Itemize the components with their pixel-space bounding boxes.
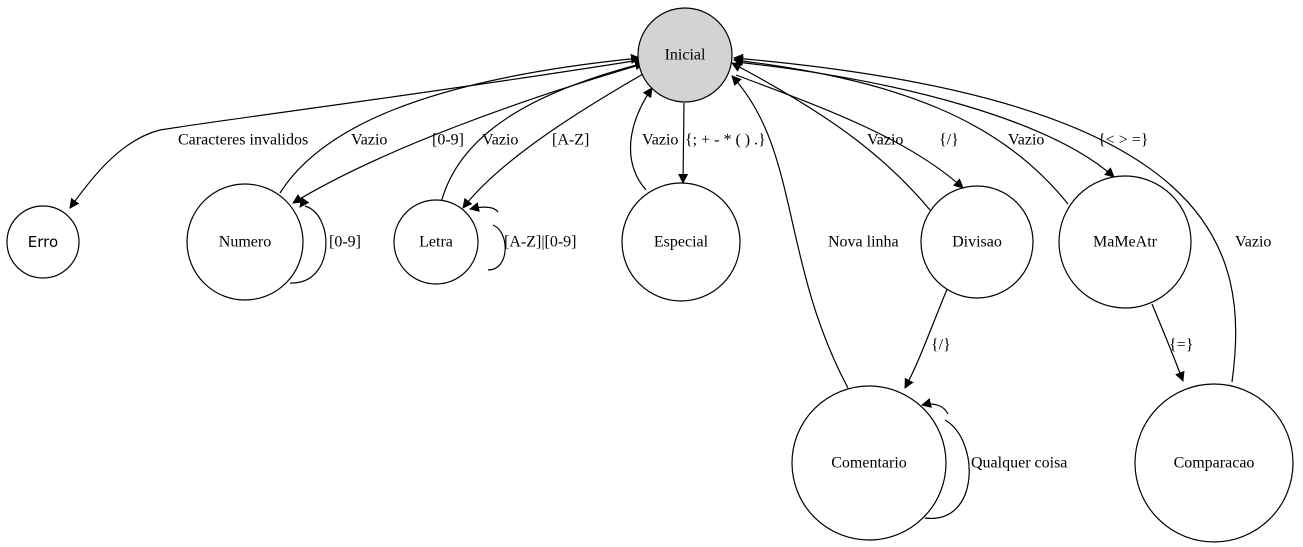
- edge-letra-loop: [469, 202, 506, 271]
- node-divisao: Divisao: [920, 185, 1034, 299]
- node-comparacao-label: Comparacao: [1174, 455, 1255, 472]
- node-especial-shape: [621, 182, 741, 302]
- node-inicial: Inicial: [637, 7, 733, 103]
- node-letra: Letra: [393, 199, 479, 285]
- node-inicial-shape: [637, 7, 733, 103]
- node-especial: Especial: [621, 182, 741, 302]
- edge-letra-inicial: [440, 60, 645, 204]
- label-inicial-divisao: {/}: [939, 132, 959, 149]
- edge-especial-inicial: [630, 87, 653, 191]
- node-comparacao-shape: [1134, 383, 1294, 543]
- node-comentario-label: Comentario: [831, 455, 907, 472]
- edge-inicial-letra: [462, 69, 651, 209]
- node-mameatr-shape: [1058, 175, 1192, 309]
- edge-mameatr-comparacao: [1151, 303, 1185, 382]
- node-erro-shape: [6, 205, 80, 279]
- edge-comentario-inicial: [731, 75, 849, 389]
- edge-inicial-divisao: [735, 74, 964, 189]
- node-letra-shape: [393, 199, 479, 285]
- edge-inicial-mameatr: [735, 61, 1115, 178]
- node-erro-label: Erro: [28, 233, 58, 251]
- edge-comentario-loop: [921, 398, 970, 519]
- label-inicial-numero: [0-9]: [432, 132, 464, 149]
- node-numero-shape: [186, 183, 304, 301]
- label-inicial-mameatr: {< > =}: [1098, 132, 1148, 149]
- node-comentario-shape: [791, 385, 947, 541]
- node-comentario: Comentario: [791, 385, 947, 541]
- label-inicial-erro: Caracteres invalidos: [178, 132, 308, 149]
- edge-inicial-erro: [69, 59, 641, 209]
- edge-inicial-especial: [678, 102, 689, 184]
- label-letra-loop: [A-Z]|[0-9]: [504, 234, 577, 251]
- label-numero-inicial: Vazio: [351, 132, 387, 149]
- node-comparacao: Comparacao: [1134, 383, 1294, 543]
- label-divisao-inicial: Vazio: [867, 132, 903, 149]
- node-mameatr: MaMeAtr: [1058, 175, 1192, 309]
- label-letra-inicial: Vazio: [482, 132, 518, 149]
- node-erro: Erro: [6, 205, 80, 279]
- edge-divisao-inicial: [731, 62, 931, 211]
- node-numero: Numero: [186, 183, 304, 301]
- label-inicial-especial: {; + - * ( ) .}: [685, 132, 766, 149]
- label-numero-loop: [0-9]: [329, 234, 361, 251]
- edge-divisao-comentario: [904, 286, 949, 389]
- label-divisao-comentario: {/}: [931, 337, 951, 354]
- edge-comparacao-inicial: [733, 53, 1237, 383]
- label-comparacao-inicial: Vazio: [1235, 234, 1271, 251]
- label-mameatr-comparacao: {=}: [1169, 337, 1193, 354]
- label-especial-inicial: Vazio: [642, 132, 678, 149]
- edge-inicial-numero: [292, 63, 644, 204]
- node-numero-label: Numero: [219, 234, 271, 251]
- label-comentario-loop: Qualquer coisa: [971, 455, 1067, 472]
- edge-numero-inicial: [279, 53, 641, 194]
- node-inicial-label: Inicial: [665, 47, 706, 64]
- label-inicial-letra: [A-Z]: [552, 132, 589, 149]
- node-letra-label: Letra: [419, 234, 453, 251]
- label-comentario-inicial: Nova linha: [828, 234, 899, 251]
- node-divisao-shape: [920, 185, 1034, 299]
- node-divisao-label: Divisao: [952, 234, 1002, 251]
- node-especial-label: Especial: [654, 234, 709, 251]
- label-mameatr-inicial: Vazio: [1008, 132, 1044, 149]
- edge-numero-loop: [289, 196, 327, 284]
- node-mameatr-label: MaMeAtr: [1093, 234, 1158, 251]
